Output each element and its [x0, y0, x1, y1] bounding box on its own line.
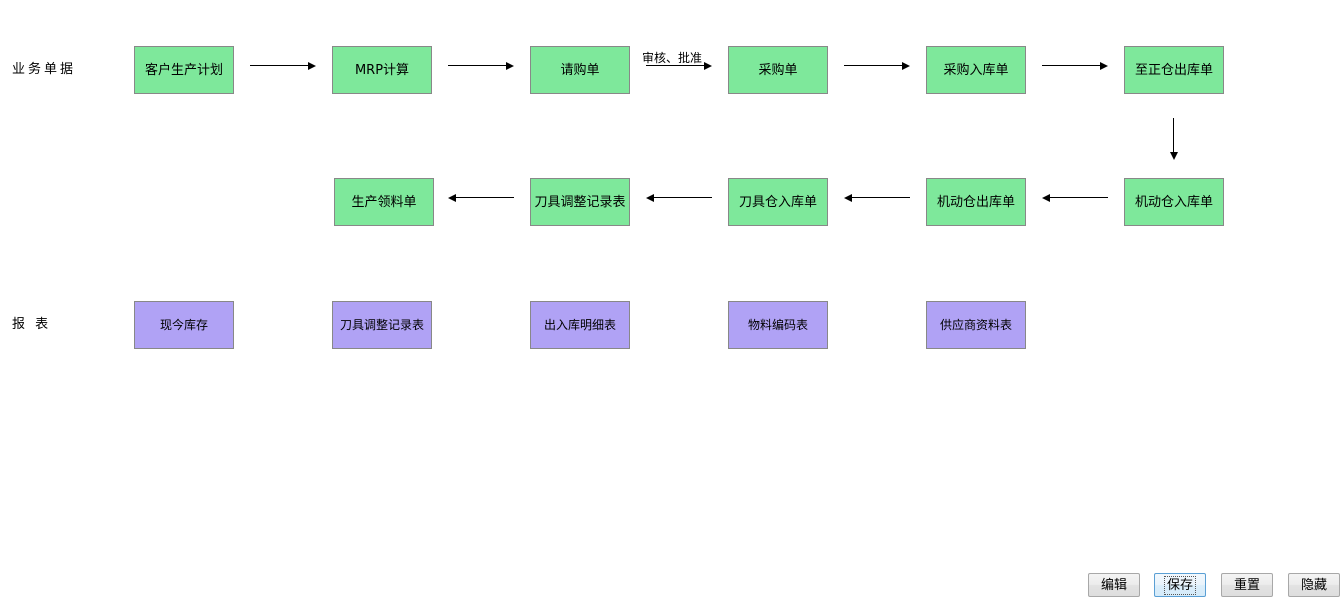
node-label: 刀具仓入库单 — [738, 194, 817, 210]
arrow-adjustment-to-material-requisition — [448, 192, 514, 202]
node-label: 供应商资料表 — [939, 318, 1012, 332]
arrow-shaft — [448, 65, 507, 66]
node-tool-warehouse-receipt[interactable]: 刀具仓入库单 — [728, 178, 828, 226]
node-label: 机动仓出库单 — [936, 194, 1015, 210]
node-inout-detail-report[interactable]: 出入库明细表 — [530, 301, 630, 349]
arrow-order-to-receipt — [844, 60, 910, 70]
node-label: 采购入库单 — [943, 62, 1009, 78]
arrow-plan-to-mrp — [250, 60, 316, 70]
arrow-head-left-icon — [844, 193, 852, 202]
node-tool-adjustment-record-form[interactable]: 刀具调整记录表 — [530, 178, 630, 226]
node-tool-adjustment-record-report[interactable]: 刀具调整记录表 — [332, 301, 432, 349]
node-label: 刀具调整记录表 — [534, 194, 626, 210]
node-label: 至正仓出库单 — [1134, 62, 1213, 78]
arrow-mobile-issue-to-tool-receipt — [844, 192, 910, 202]
arrow-mobile-receipt-to-mobile-issue — [1042, 192, 1108, 202]
node-material-code-report[interactable]: 物料编码表 — [728, 301, 828, 349]
node-supplier-data-report[interactable]: 供应商资料表 — [926, 301, 1026, 349]
node-mobile-warehouse-issue[interactable]: 机动仓出库单 — [926, 178, 1026, 226]
node-label: 现今库存 — [159, 318, 208, 332]
arrow-requisition-to-order — [646, 60, 712, 70]
node-label: 机动仓入库单 — [1134, 194, 1213, 210]
button-label: 隐藏 — [1300, 577, 1327, 593]
node-mrp-calculation[interactable]: MRP计算 — [332, 46, 432, 94]
arrow-shaft — [1173, 118, 1174, 153]
arrow-head-right-icon — [1100, 61, 1108, 70]
arrow-head-right-icon — [902, 61, 910, 70]
node-label: MRP计算 — [354, 62, 410, 78]
arrow-shaft — [844, 65, 903, 66]
node-purchase-receipt[interactable]: 采购入库单 — [926, 46, 1026, 94]
arrow-shaft — [455, 197, 514, 198]
node-label: 客户生产计划 — [144, 62, 223, 78]
node-label: 生产领料单 — [351, 194, 417, 210]
node-customer-production-plan[interactable]: 客户生产计划 — [134, 46, 234, 94]
node-production-material-requisition[interactable]: 生产领料单 — [334, 178, 434, 226]
arrow-receipt-to-issue — [1042, 60, 1108, 70]
arrow-head-left-icon — [646, 193, 654, 202]
edit-button[interactable]: 编辑 — [1088, 573, 1140, 597]
row-label-business-documents: 业务单据 — [12, 62, 77, 77]
arrow-head-left-icon — [1042, 193, 1050, 202]
arrow-issue-to-mobile-receipt — [1168, 118, 1178, 160]
node-label: 出入库明细表 — [543, 318, 616, 332]
arrow-shaft — [250, 65, 309, 66]
node-purchase-order[interactable]: 采购单 — [728, 46, 828, 94]
node-current-inventory-report[interactable]: 现今库存 — [134, 301, 234, 349]
node-label: 物料编码表 — [747, 318, 808, 332]
arrow-shaft — [653, 197, 712, 198]
node-purchase-requisition[interactable]: 请购单 — [530, 46, 630, 94]
row-label-reports: 报 表 — [12, 317, 52, 332]
arrow-mrp-to-requisition — [448, 60, 514, 70]
button-label: 重置 — [1233, 577, 1260, 593]
arrow-head-left-icon — [448, 193, 456, 202]
edge-label-arrow-requisition-to-order: 审核、批准 — [642, 51, 703, 65]
arrow-shaft — [1042, 65, 1101, 66]
arrow-shaft — [851, 197, 910, 198]
node-label: 采购单 — [758, 62, 798, 78]
arrow-head-right-icon — [308, 61, 316, 70]
node-mobile-warehouse-receipt[interactable]: 机动仓入库单 — [1124, 178, 1224, 226]
arrow-shaft — [1049, 197, 1108, 198]
reset-button[interactable]: 重置 — [1221, 573, 1273, 597]
hide-button[interactable]: 隐藏 — [1288, 573, 1340, 597]
node-main-warehouse-issue[interactable]: 至正仓出库单 — [1124, 46, 1224, 94]
bottom-toolbar: 编辑 保存 重置 隐藏 — [0, 569, 1342, 609]
node-label: 请购单 — [560, 62, 600, 78]
arrow-head-right-icon — [506, 61, 514, 70]
button-label: 编辑 — [1100, 577, 1127, 593]
save-button[interactable]: 保存 — [1154, 573, 1206, 597]
arrow-head-down-icon — [1169, 152, 1178, 160]
node-label: 刀具调整记录表 — [339, 318, 424, 332]
arrow-tool-receipt-to-adjustment — [646, 192, 712, 202]
arrow-head-right-icon — [704, 61, 712, 70]
button-label: 保存 — [1163, 575, 1197, 595]
arrow-shaft — [646, 65, 705, 66]
